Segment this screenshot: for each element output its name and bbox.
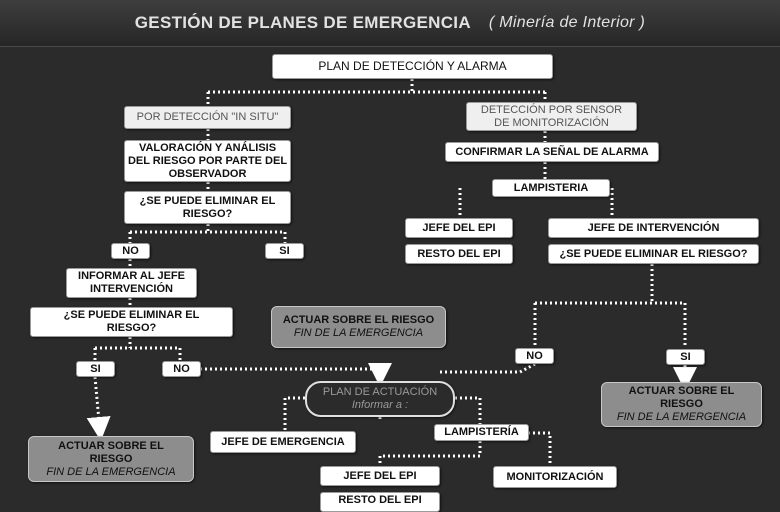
node-si-2: SI xyxy=(76,361,115,377)
node-no-2: NO xyxy=(162,361,201,377)
connector xyxy=(533,264,687,347)
node-deteccion-sensor: DETECCIÓN POR SENSOR DE MONITORIZACIÓN xyxy=(466,102,637,131)
connector xyxy=(128,224,287,243)
node-por-deteccion-in-situ: POR DETECCIÓN "IN SITU" xyxy=(124,106,291,129)
connector xyxy=(93,337,182,361)
node-actuar-left: ACTUAR SOBRE EL RIESGO FIN DE LA EMERGEN… xyxy=(28,436,194,482)
node-resto-epi-right: RESTO DEL EPI xyxy=(405,244,513,264)
page-title: GESTIÓN DE PLANES DE EMERGENCIA xyxy=(134,13,471,32)
node-no-1: NO xyxy=(111,243,150,259)
header-bar: GESTIÓN DE PLANES DE EMERGENCIA ( Minerí… xyxy=(0,0,780,47)
node-monitorizacion: MONITORIZACIÓN xyxy=(493,466,617,488)
node-resto-epi-bottom: RESTO DEL EPI xyxy=(320,492,440,512)
node-valoracion-riesgo: VALORACIÓN Y ANÁLISIS DEL RIESGO POR PAR… xyxy=(124,140,291,182)
node-actuar-center: ACTUAR SOBRE EL RIESGO FIN DE LA EMERGEN… xyxy=(271,306,446,348)
flowchart-connectors xyxy=(86,79,697,466)
node-eliminar-riesgo-1: ¿SE PUEDE ELIMINAR EL RIESGO? xyxy=(124,191,291,224)
node-lampisteria-top: LAMPISTERIA xyxy=(492,179,610,197)
node-eliminar-riesgo-right: ¿SE PUEDE ELIMINAR EL RIESGO? xyxy=(548,244,759,264)
node-jefe-intervencion: JEFE DE INTERVENCIÓN xyxy=(548,218,759,238)
connector xyxy=(283,396,305,431)
connector xyxy=(455,396,482,424)
node-confirmar-senal: CONFIRMAR LA SEÑAL DE ALARMA xyxy=(445,142,659,162)
node-informar-jefe: INFORMAR AL JEFE INTERVENCIÓN xyxy=(66,268,197,298)
node-jefe-emergencia: JEFE DE EMERGENCIA xyxy=(210,431,356,453)
page-subtitle: ( Minería de Interior ) xyxy=(488,14,646,31)
node-jefe-epi-bottom: JEFE DEL EPI xyxy=(320,466,440,486)
node-jefe-epi-right: JEFE DEL EPI xyxy=(405,218,513,238)
node-lampisteria-bottom: LAMPISTERÍA xyxy=(434,424,529,441)
connector xyxy=(86,376,111,441)
node-plan-deteccion: PLAN DE DETECCIÓN Y ALARMA xyxy=(272,54,553,79)
node-no-right: NO xyxy=(515,348,554,364)
node-si-1: SI xyxy=(265,243,304,259)
node-actuar-right: ACTUAR SOBRE EL RIESGO FIN DE LA EMERGEN… xyxy=(601,382,762,427)
connector xyxy=(458,188,614,218)
connector xyxy=(440,362,536,374)
connector xyxy=(206,79,547,106)
connector xyxy=(200,363,392,387)
connector xyxy=(378,441,482,466)
node-eliminar-riesgo-2: ¿SE PUEDE ELIMINAR EL RIESGO? xyxy=(30,307,233,337)
node-si-right: SI xyxy=(666,349,705,365)
node-plan-actuacion: PLAN DE ACTUACIÓN Informar a : xyxy=(305,381,455,417)
connector xyxy=(528,431,552,466)
